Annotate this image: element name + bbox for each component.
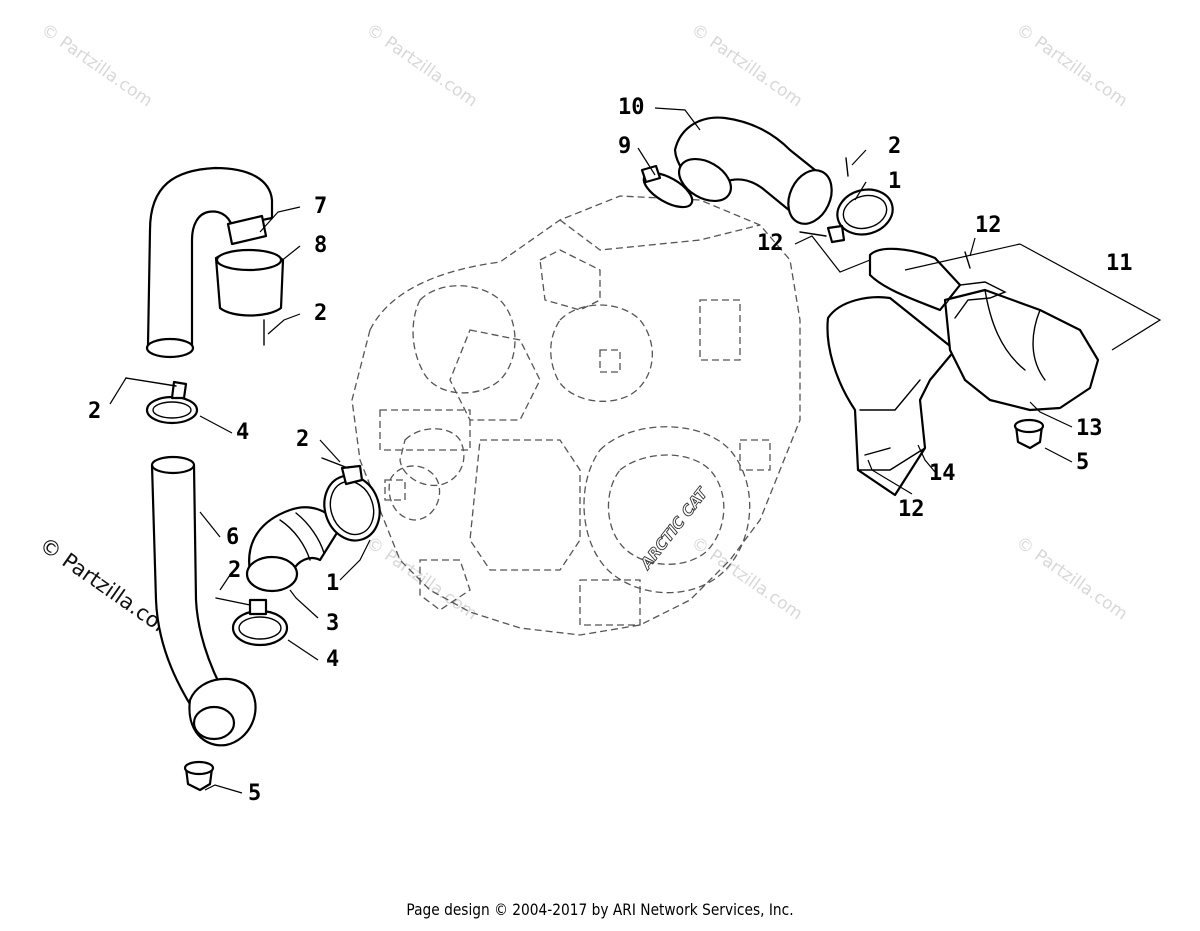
page-footer: Page design © 2004-2017 by ARI Network S… bbox=[406, 900, 794, 919]
callout-1-lower: 1 bbox=[326, 571, 339, 596]
part-6-tube-top bbox=[150, 455, 196, 475]
callout-7: 7 bbox=[314, 194, 327, 219]
callout-2-center: 2 bbox=[296, 427, 309, 452]
leader-lines bbox=[109, 107, 1162, 794]
part-13-box-body bbox=[943, 288, 1100, 412]
callout-8: 8 bbox=[314, 233, 327, 258]
part-12-screw-lower bbox=[864, 447, 891, 456]
callout-6: 6 bbox=[226, 525, 239, 550]
part-3-coupler-ribs bbox=[279, 512, 325, 561]
part-14-cover-edge bbox=[857, 379, 926, 471]
part-4-upper-clamp bbox=[145, 395, 199, 425]
callout-2-left-mid: 2 bbox=[88, 399, 101, 424]
callout-11: 11 bbox=[1106, 251, 1133, 276]
center-coupler-assembly bbox=[215, 457, 381, 647]
part-4-lower-clamp bbox=[231, 609, 289, 647]
part-9-clamp-buckle bbox=[640, 164, 662, 184]
part-12-screw-upper-left bbox=[799, 231, 827, 237]
callout-2-lower: 2 bbox=[228, 558, 241, 583]
callout-5-left: 5 bbox=[248, 781, 261, 806]
callout-4-upper: 4 bbox=[236, 420, 249, 445]
part-10-duct-right-end bbox=[787, 169, 833, 225]
callout-labels: 10 9 2 1 12 12 11 7 8 2 2 4 2 6 2 1 3 4 … bbox=[88, 95, 1133, 806]
part-7-adapter bbox=[226, 214, 268, 246]
part-5-right-plug-top bbox=[1013, 418, 1045, 434]
watermark-7: © Partzilla.com bbox=[1012, 533, 1131, 625]
callout-1-top: 1 bbox=[888, 169, 901, 194]
top-duct-assembly bbox=[640, 116, 894, 244]
right-airbox-assembly bbox=[799, 231, 1100, 497]
part-1-top-clamp-buckle bbox=[826, 224, 846, 244]
watermark-2: © Partzilla.com bbox=[362, 20, 481, 112]
callout-2-left-upper: 2 bbox=[314, 301, 327, 326]
part-8-opening bbox=[215, 248, 283, 272]
upper-bent-duct bbox=[146, 166, 274, 347]
part-1-lower-clamp bbox=[323, 474, 381, 542]
lower-elbow-opening bbox=[192, 705, 236, 741]
part-4-upper-clamp-buckle bbox=[170, 380, 188, 400]
callout-4-lower: 4 bbox=[326, 647, 339, 672]
part-2-screw-lower bbox=[215, 597, 251, 606]
callout-14: 14 bbox=[929, 461, 956, 486]
callout-12-upper-left: 12 bbox=[757, 231, 784, 256]
part-11-bracket bbox=[944, 281, 1007, 319]
part-1-top-clamp-inner bbox=[842, 194, 888, 230]
watermark-5: © Partzilla.com bbox=[362, 533, 481, 625]
callout-2-top: 2 bbox=[888, 134, 901, 159]
part-3-coupler bbox=[248, 506, 342, 574]
engine-brand-marking: ARCTIC CAT bbox=[636, 483, 712, 573]
part-4-lower-clamp-inner bbox=[238, 616, 282, 640]
callout-12-upper-right: 12 bbox=[975, 213, 1002, 238]
upper-duct-end-ring bbox=[145, 337, 195, 359]
callout-5-right: 5 bbox=[1076, 450, 1089, 475]
part-3-coupler-opening bbox=[245, 555, 299, 593]
part-1-lower-clamp-buckle bbox=[340, 464, 364, 486]
watermark-1: © Partzilla.com bbox=[37, 20, 156, 112]
part-12-screw-upper-right bbox=[964, 251, 971, 269]
watermark-4: © Partzilla.com bbox=[1012, 20, 1131, 112]
callout-12-lower: 12 bbox=[898, 497, 925, 522]
callout-9: 9 bbox=[618, 134, 631, 159]
callout-10: 10 bbox=[618, 95, 645, 120]
part-4-lower-clamp-buckle bbox=[248, 598, 268, 616]
part-2-screw-center bbox=[321, 457, 349, 469]
watermark-3: © Partzilla.com bbox=[687, 20, 806, 112]
callout-3: 3 bbox=[326, 611, 339, 636]
part-1-lower-clamp-inner bbox=[329, 480, 375, 536]
left-intake-duct-assembly bbox=[125, 166, 285, 792]
part-10-duct-left-end bbox=[678, 157, 732, 203]
part-2-screw-top bbox=[845, 157, 849, 177]
part-2-screw-left-upper bbox=[125, 377, 177, 387]
part-4-upper-clamp-inner bbox=[152, 401, 192, 419]
part-5-left-plug-top bbox=[183, 760, 215, 776]
callout-13: 13 bbox=[1076, 416, 1103, 441]
watermark-6: © Partzilla.com bbox=[687, 533, 806, 625]
